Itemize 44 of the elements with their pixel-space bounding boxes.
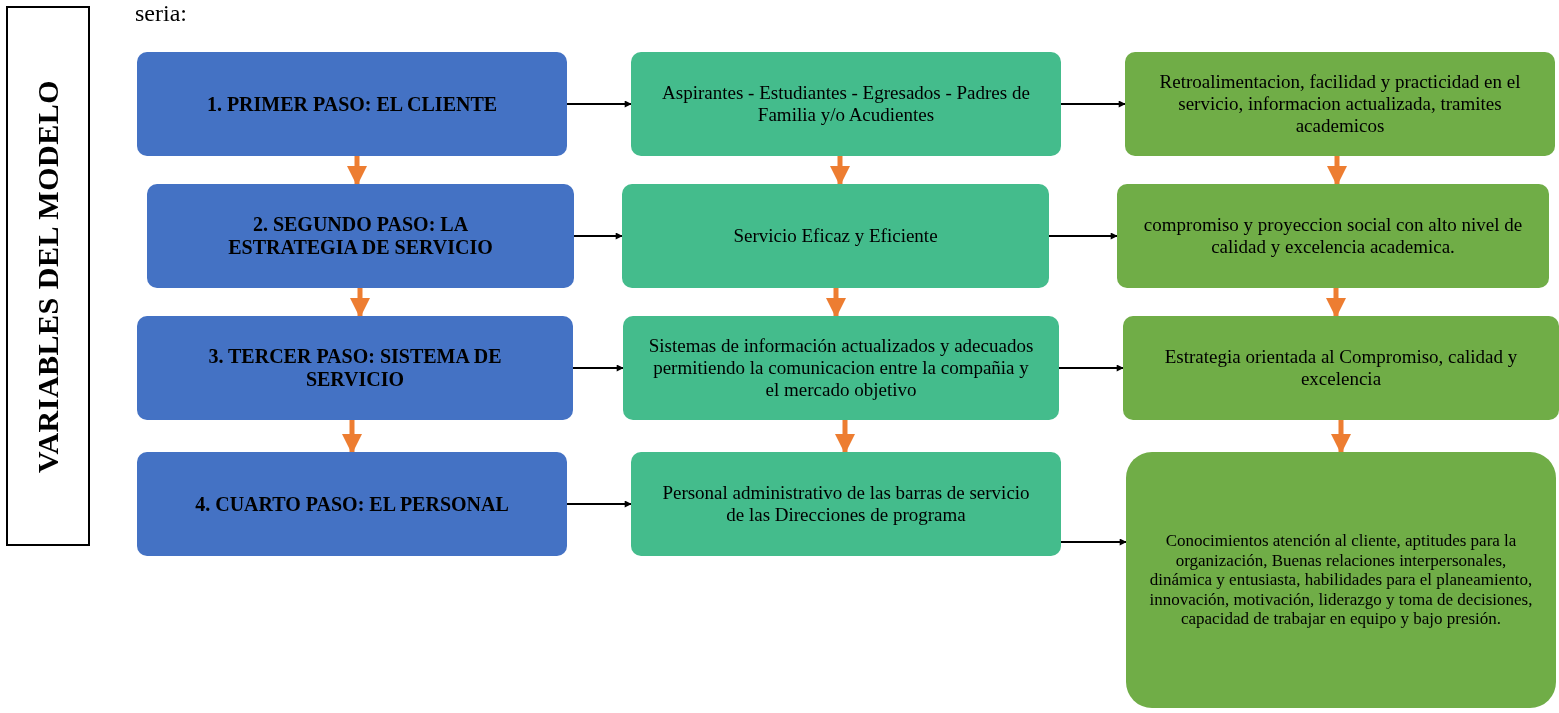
- arrow: [1331, 420, 1351, 454]
- result-box: [1125, 52, 1555, 156]
- arrow: [566, 100, 632, 108]
- arrow: [1326, 288, 1346, 318]
- process-box: [622, 184, 1049, 288]
- arrow: [1058, 364, 1124, 372]
- box-text: Sistemas de información actualizados y adecuados permitiendo la comunicacion entre la compañia y el mercado objetivo: [647, 335, 1035, 401]
- arrow: [573, 232, 623, 240]
- box-text: Aspirantes - Estudiantes - Egresados - Padres de Familia y/o Acudientes: [661, 82, 1031, 126]
- box-text: Retroalimentacion, facilidad y practicidad en el servicio, informacion actualizada, tramites academicos: [1158, 71, 1522, 137]
- box-text: 2. SEGUNDO PASO: LA ESTRATEGIA DE SERVICIO: [227, 213, 494, 259]
- result-box: [1126, 452, 1556, 708]
- arrow: [1048, 232, 1118, 240]
- box-text: Conocimientos atención al cliente, aptitudes para la organización, Buenas relaciones interpersonales, dinámica y entusiasta, habilidades para el planeamiento, innovación, motivación, liderazgo y toma de decisiones, capacidad de trabajar en equipo y bajo presión.: [1148, 531, 1534, 629]
- intro-text: seria:: [135, 0, 187, 27]
- process-box: [631, 52, 1061, 156]
- box-text: Estrategia orientada al Compromiso, calidad y excelencia: [1163, 346, 1519, 390]
- process-box: [623, 316, 1059, 420]
- box-text: Personal administrativo de las barras de servicio de las Direcciones de programa: [661, 482, 1031, 526]
- process-box: [631, 452, 1061, 556]
- arrow: [1327, 156, 1347, 186]
- box-text: Servicio Eficaz y Eficiente: [733, 225, 938, 247]
- arrow: [347, 156, 367, 186]
- arrow: [1060, 100, 1126, 108]
- result-box: [1123, 316, 1559, 420]
- box-text: 3. TERCER PASO: SISTEMA DE SERVICIO: [207, 345, 503, 391]
- step-box: [137, 316, 573, 420]
- arrow: [830, 156, 850, 186]
- arrow: [835, 420, 855, 454]
- step-box: [137, 52, 567, 156]
- step-box: [137, 452, 567, 556]
- box-text: compromiso y proyeccion social con alto nivel de calidad y excelencia academica.: [1142, 214, 1524, 258]
- arrow: [566, 500, 632, 508]
- arrow: [1060, 538, 1127, 546]
- result-box: [1117, 184, 1549, 288]
- box-text: 4. CUARTO PASO: EL PERSONAL: [195, 492, 509, 516]
- vertical-title: VARIABLES DEL MODELO: [30, 79, 65, 473]
- arrow: [342, 420, 362, 454]
- vertical-title-box: [6, 6, 90, 546]
- arrow: [572, 364, 624, 372]
- arrow: [826, 288, 846, 318]
- box-text: 1. PRIMER PASO: EL CLIENTE: [206, 92, 498, 116]
- step-box: [147, 184, 574, 288]
- arrow: [350, 288, 370, 318]
